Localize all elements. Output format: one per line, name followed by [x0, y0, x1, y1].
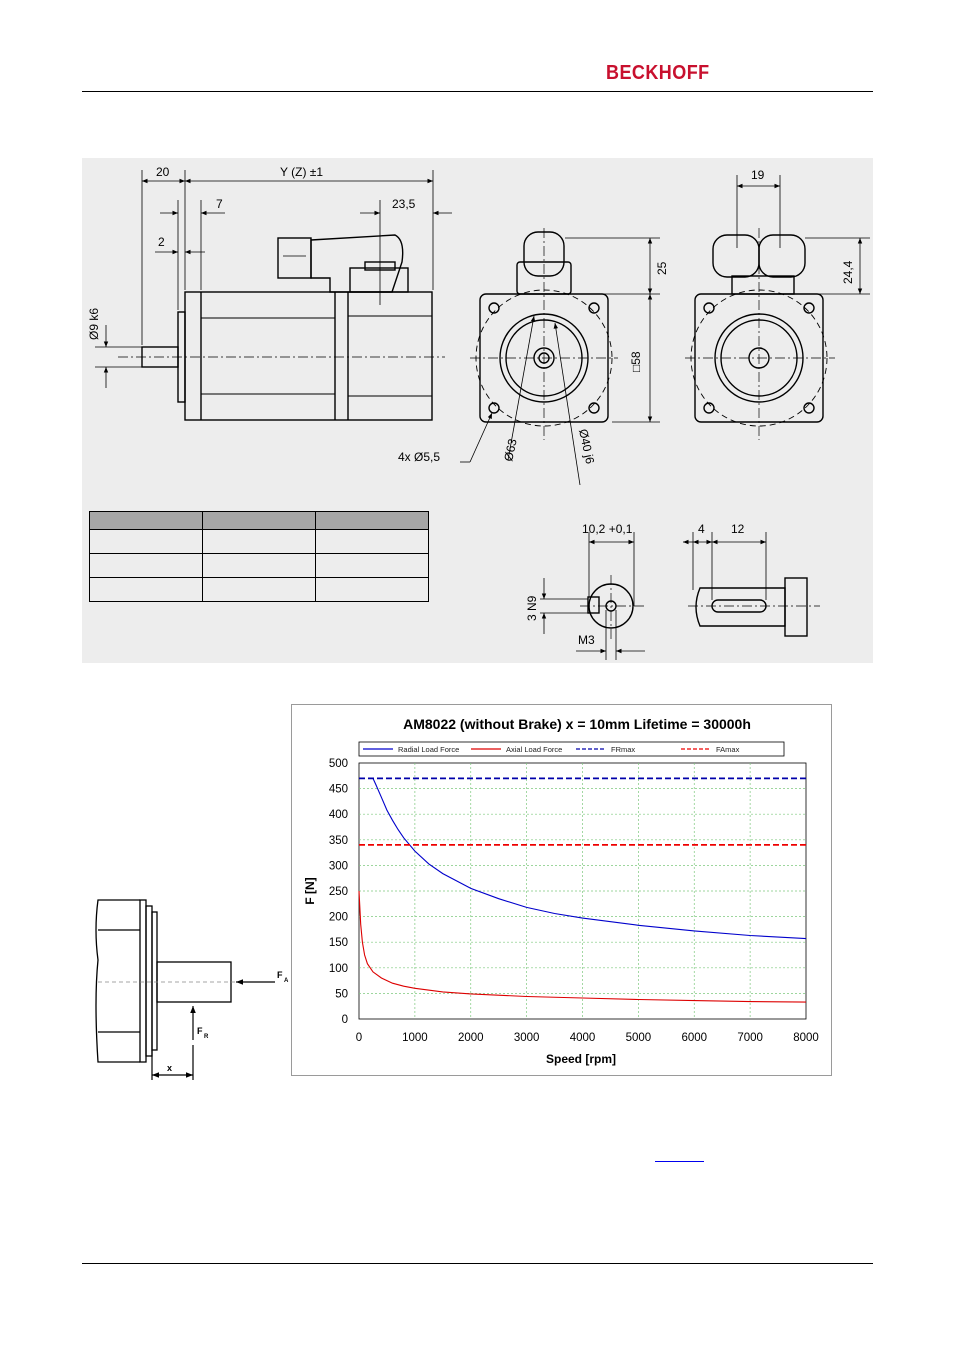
dim-10-2: 10,2 +0,1	[582, 522, 633, 536]
table-cell	[315, 553, 429, 578]
load-force-chart: 0 1000 2000 3000 4000 5000 6000 7000 8000 0 50 100 1…	[291, 704, 832, 1076]
series-axial-load-force	[358, 890, 807, 1003]
table-cell	[89, 553, 203, 578]
series-radial-load-force	[372, 778, 807, 940]
dim-23-5: 23,5	[392, 197, 416, 211]
legend-label: FAmax	[716, 745, 740, 754]
dim-63: Ø63	[501, 437, 519, 462]
dim-sq58: □58	[629, 351, 643, 372]
dim-20: 20	[156, 165, 170, 179]
x-tick-label: 7000	[737, 1032, 763, 1044]
fa-label: F	[277, 970, 283, 980]
dim-m3: M3	[578, 633, 595, 647]
y-tick-label: 350	[329, 835, 348, 847]
legend-label: Radial Load Force	[398, 745, 459, 754]
x-tick-label: 0	[356, 1032, 362, 1044]
x-tick-label: 3000	[514, 1032, 540, 1044]
dim-40j6: Ø40 j6	[576, 428, 597, 466]
dim-2: 2	[158, 235, 165, 249]
y-tick-label: 100	[329, 963, 348, 975]
motor-drawing-svg: 20 Y (Z) ±1 7 2 23,5 Ø9 k6 25 □58 4x Ø5,…	[87, 165, 870, 660]
table-row	[89, 553, 429, 578]
table-cell	[315, 529, 429, 554]
fr-label: F	[197, 1026, 203, 1036]
fr-subscript: R	[204, 1034, 209, 1040]
table-header-cell	[202, 511, 316, 530]
x-tick-label: 2000	[458, 1032, 484, 1044]
table-cell	[89, 529, 203, 554]
table-cell	[202, 553, 316, 578]
x-tick-label: 8000	[793, 1032, 819, 1044]
x-tick-label: 1000	[402, 1032, 428, 1044]
dim-19: 19	[751, 168, 765, 182]
y-tick-label: 300	[329, 860, 348, 872]
x-tick-label: 4000	[570, 1032, 596, 1044]
x-distance-label: x	[167, 1063, 172, 1073]
load-sketch-svg: F A F R x	[95, 899, 289, 1080]
header-rule	[82, 91, 873, 92]
y-tick-label: 200	[329, 912, 348, 924]
x-axis-label: Speed [rpm]	[546, 1052, 616, 1066]
dimension-table	[89, 511, 429, 602]
chart-svg: 0 1000 2000 3000 4000 5000 6000 7000 8000 0 50 100 1…	[303, 716, 819, 1066]
dim-7: 7	[216, 197, 223, 211]
x-tick-label: 6000	[681, 1032, 707, 1044]
dim-4: 4	[698, 522, 705, 536]
y-tick-label: 150	[329, 937, 348, 949]
fa-subscript: A	[284, 978, 289, 984]
beckhoff-logo: BECKHOFF	[606, 62, 710, 84]
chart-legend	[358, 741, 785, 757]
footer-rule	[82, 1263, 873, 1264]
table-row	[89, 577, 429, 602]
dim-holes: 4x Ø5,5	[398, 450, 440, 464]
y-tick-label: 400	[329, 809, 348, 821]
table-header-cell	[315, 511, 429, 530]
table-header-cell	[89, 511, 203, 530]
chart-title: AM8022 (without Brake) x = 10mm Lifetime…	[403, 716, 751, 732]
motor-body-outline	[184, 291, 433, 421]
table-row	[89, 529, 429, 554]
shaft-load-sketch: F A F R x	[94, 894, 289, 1089]
table-cell	[89, 577, 203, 602]
dim-24-4: 24,4	[841, 260, 855, 284]
y-tick-label: 450	[329, 784, 348, 796]
legend-label: Axial Load Force	[506, 745, 562, 754]
table-header-row	[89, 511, 429, 530]
table-cell	[315, 577, 429, 602]
legend-label: FRmax	[611, 745, 635, 754]
table-cell	[202, 577, 316, 602]
y-tick-label: 500	[329, 758, 348, 770]
table-cell	[202, 529, 316, 554]
dim-12: 12	[731, 522, 745, 536]
dim-yz: Y (Z) ±1	[280, 165, 323, 179]
y-axis-label: F [N]	[303, 877, 317, 904]
y-tick-label: 0	[342, 1014, 348, 1026]
y-tick-label: 250	[329, 886, 348, 898]
dim-3n9: 3 N9	[525, 595, 539, 621]
dim-25: 25	[655, 261, 669, 275]
y-tick-label: 50	[335, 988, 348, 1000]
hyperlink-underline[interactable]	[655, 1161, 704, 1162]
dim-9k6: Ø9 k6	[87, 308, 101, 340]
x-tick-label: 5000	[626, 1032, 652, 1044]
